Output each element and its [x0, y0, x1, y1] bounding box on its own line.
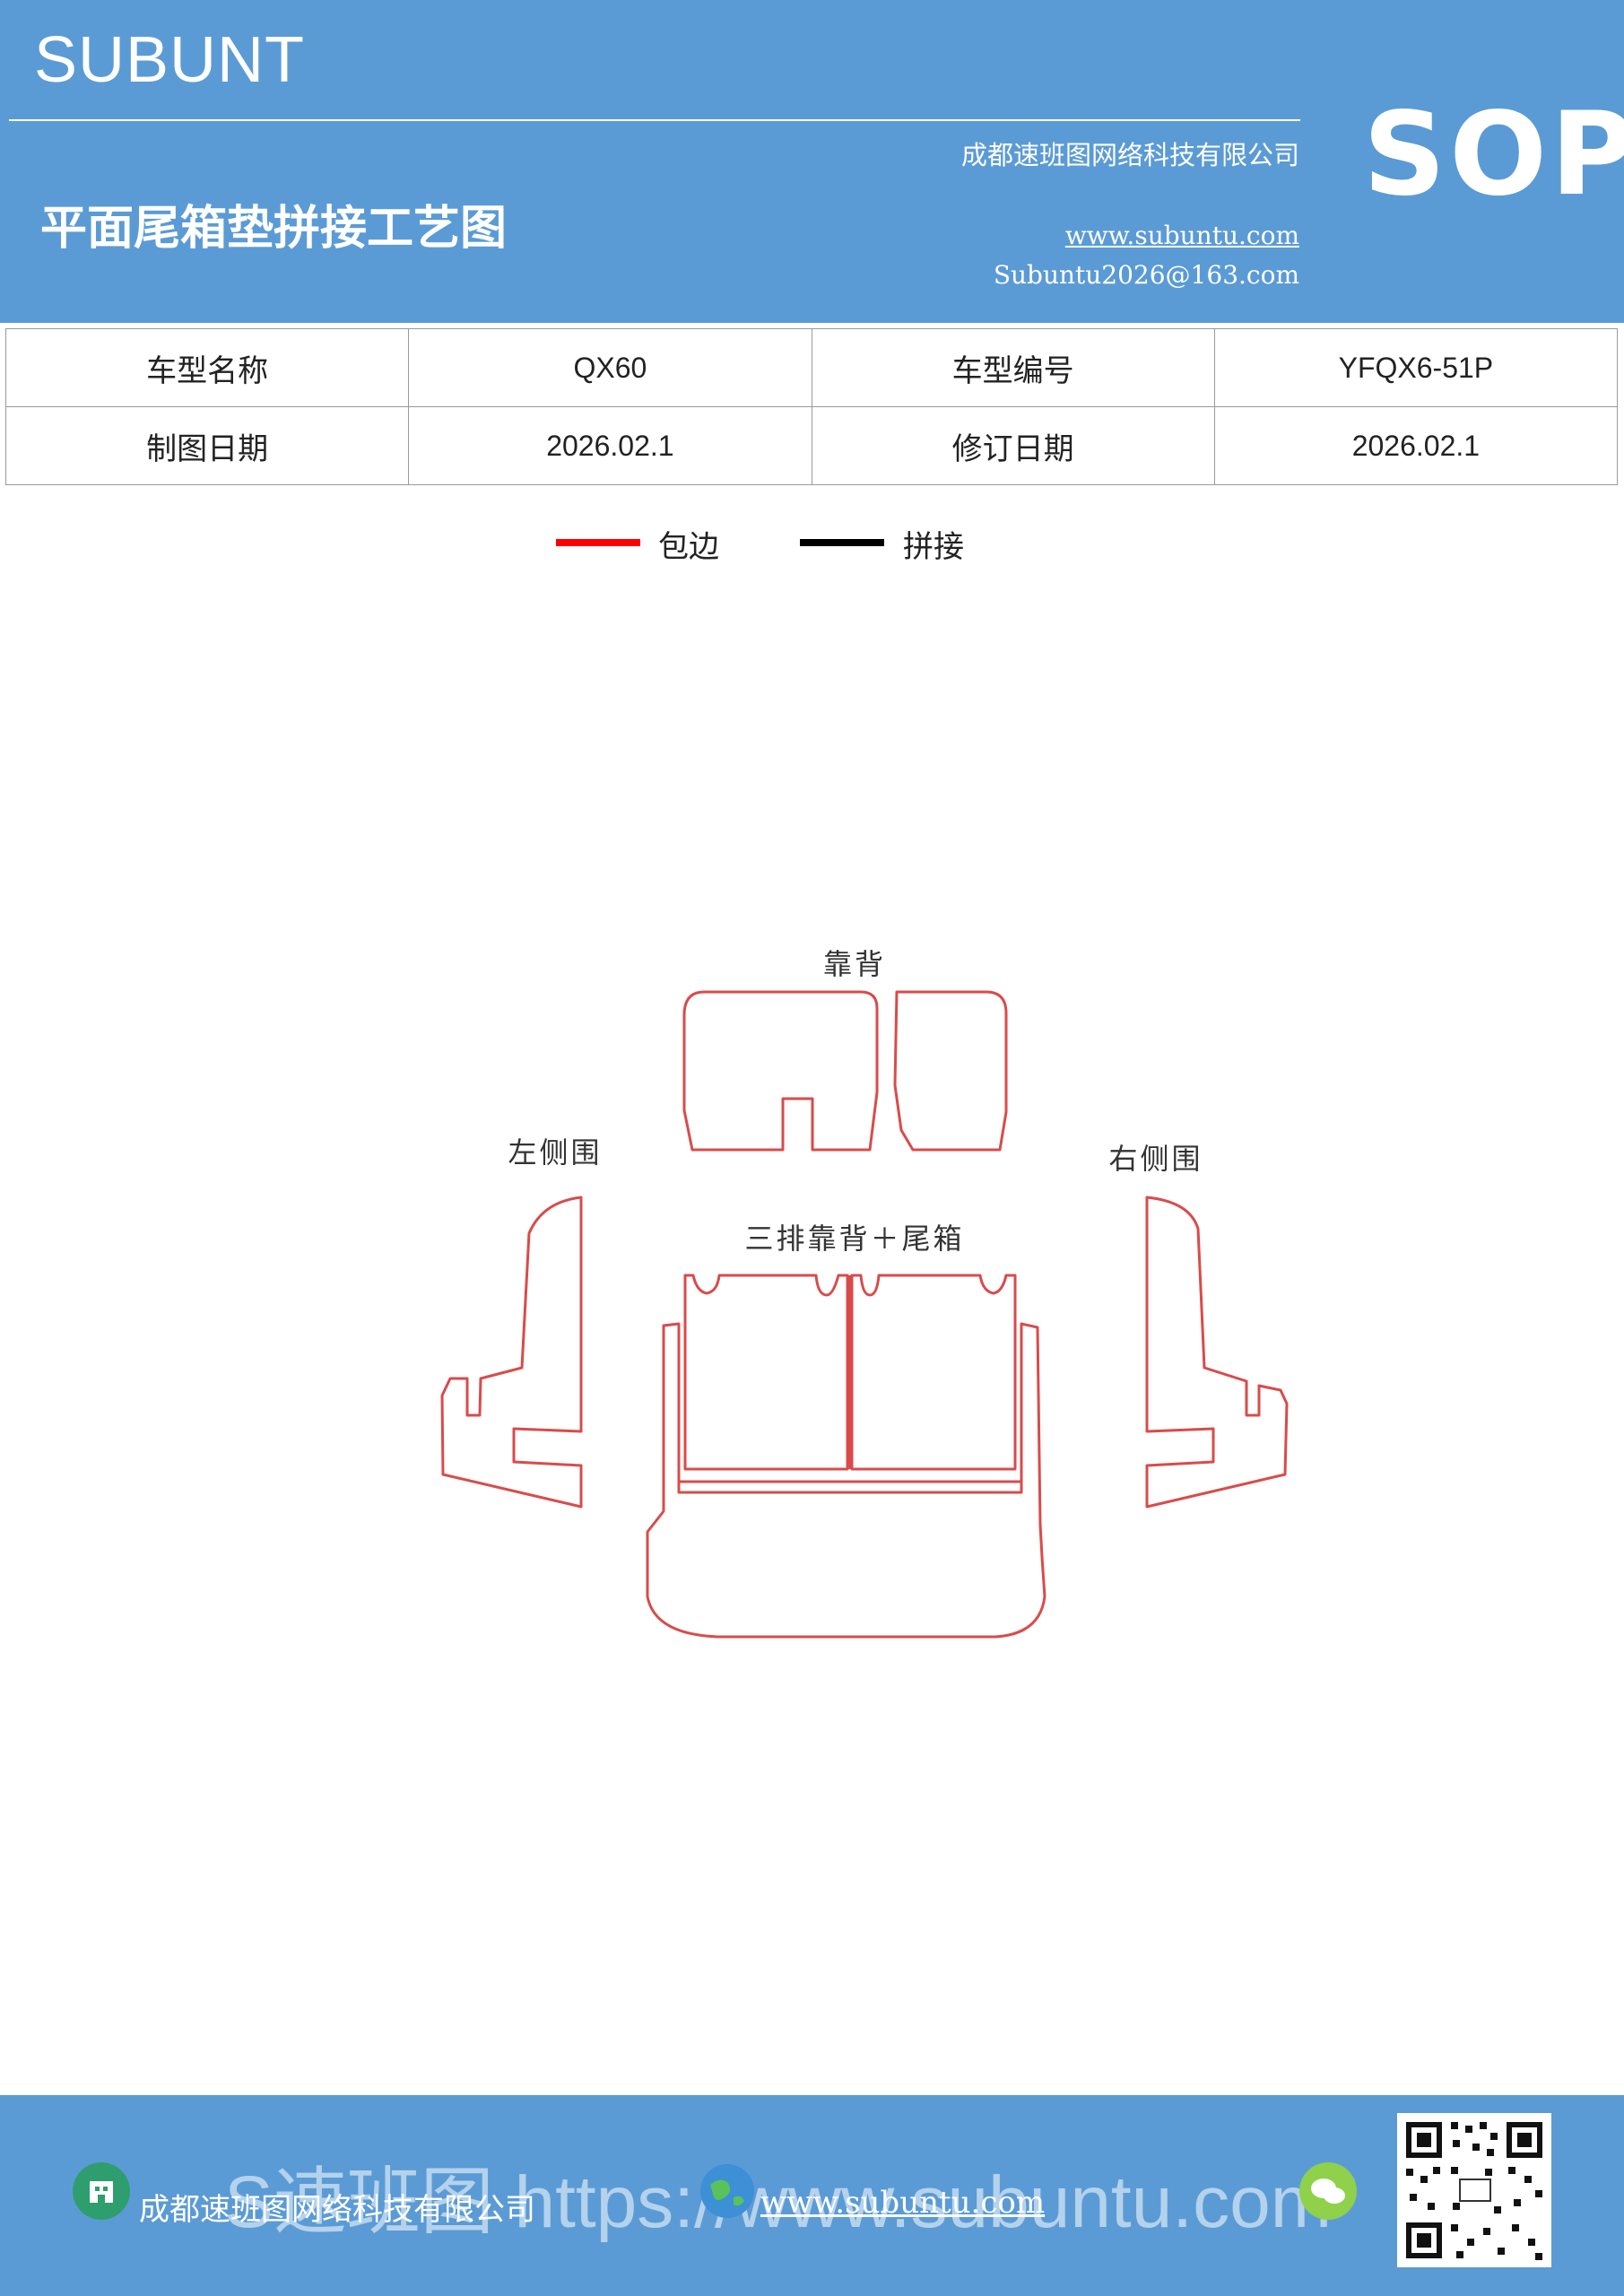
backrest-right-panel	[893, 990, 1008, 1152]
right-side-label: 右侧围	[1108, 1142, 1203, 1176]
model-code-label: 车型编号	[811, 328, 1215, 407]
sop-badge: SOP	[1363, 88, 1624, 222]
brand-name: SUBUNT	[34, 24, 306, 96]
revision-date-value: 2026.02.1	[1213, 406, 1619, 485]
model-name-label: 车型名称	[4, 328, 410, 407]
right-side-panel	[1145, 1196, 1289, 1509]
trunk-floor-panel	[646, 1322, 1046, 1639]
splicing-swatch	[800, 539, 884, 546]
company-icon	[73, 2162, 130, 2220]
panel-outlines	[440, 990, 1289, 1639]
website-link[interactable]: www.subuntu.com	[1064, 221, 1299, 250]
globe-icon	[700, 2164, 754, 2218]
third-row-trunk-label: 三排靠背＋尾箱	[744, 1222, 964, 1256]
revision-date-label: 修订日期	[811, 406, 1215, 485]
header-divider	[9, 119, 1300, 121]
third-row-right-panel	[850, 1274, 1017, 1471]
header-banner: SUBUNT 成都速班图网络科技有限公司 平面尾箱垫拼接工艺图 www.subu…	[0, 0, 1624, 323]
footer-watermark: S速班图 https://www.subuntu.com	[224, 2161, 1333, 2243]
page-title: 平面尾箱垫拼接工艺图	[40, 202, 508, 256]
wechat-icon	[1299, 2162, 1357, 2220]
draw-date-value: 2026.02.1	[408, 406, 812, 485]
backrest-left-panel	[682, 990, 879, 1152]
diagram-labels: 靠背 左侧围 右侧围 三排靠背＋尾箱	[508, 947, 1203, 1256]
draw-date-label: 制图日期	[4, 406, 410, 485]
table-row: 制图日期 2026.02.1 修订日期 2026.02.1	[4, 406, 1619, 485]
edging-swatch-fill	[556, 539, 640, 546]
backrest-label: 靠背	[823, 947, 886, 981]
edging-swatch	[556, 539, 640, 546]
trunk-mat-diagram: 靠背 左侧围 右侧围 三排靠背＋尾箱	[440, 947, 1289, 1639]
table-row: 车型名称 QX60 车型编号 YFQX6-51P	[4, 328, 1619, 407]
third-row-left-panel	[683, 1274, 849, 1471]
model-name-value: QX60	[408, 328, 812, 407]
edging-label: 包边	[658, 529, 719, 565]
company-name: 成都速班图网络科技有限公司	[960, 140, 1299, 170]
left-side-label: 左侧围	[508, 1135, 602, 1170]
footer-company-name: 成都速班图网络科技有限公司	[139, 2192, 535, 2228]
vehicle-info-table: 车型名称 QX60 车型编号 YFQX6-51P 制图日期 2026.02.1 …	[4, 328, 1619, 485]
trunk-inner-border	[677, 1482, 1023, 1494]
splicing-swatch-fill	[800, 539, 884, 546]
model-code-value: YFQX6-51P	[1213, 328, 1619, 407]
footer-website-link[interactable]: www.subuntu.com	[760, 2185, 1046, 2221]
header-background	[0, 0, 1624, 323]
header-fill	[0, 0, 1624, 323]
left-side-panel	[440, 1196, 583, 1509]
splicing-label: 拼接	[903, 529, 964, 565]
footer-banner: S速班图 https://www.subuntu.com 成都速班图网络科技有限…	[0, 2095, 1624, 2296]
qr-code	[1397, 2113, 1551, 2267]
email-address: Subuntu2026@163.com	[993, 260, 1299, 290]
legend: 包边 拼接	[0, 522, 1624, 576]
